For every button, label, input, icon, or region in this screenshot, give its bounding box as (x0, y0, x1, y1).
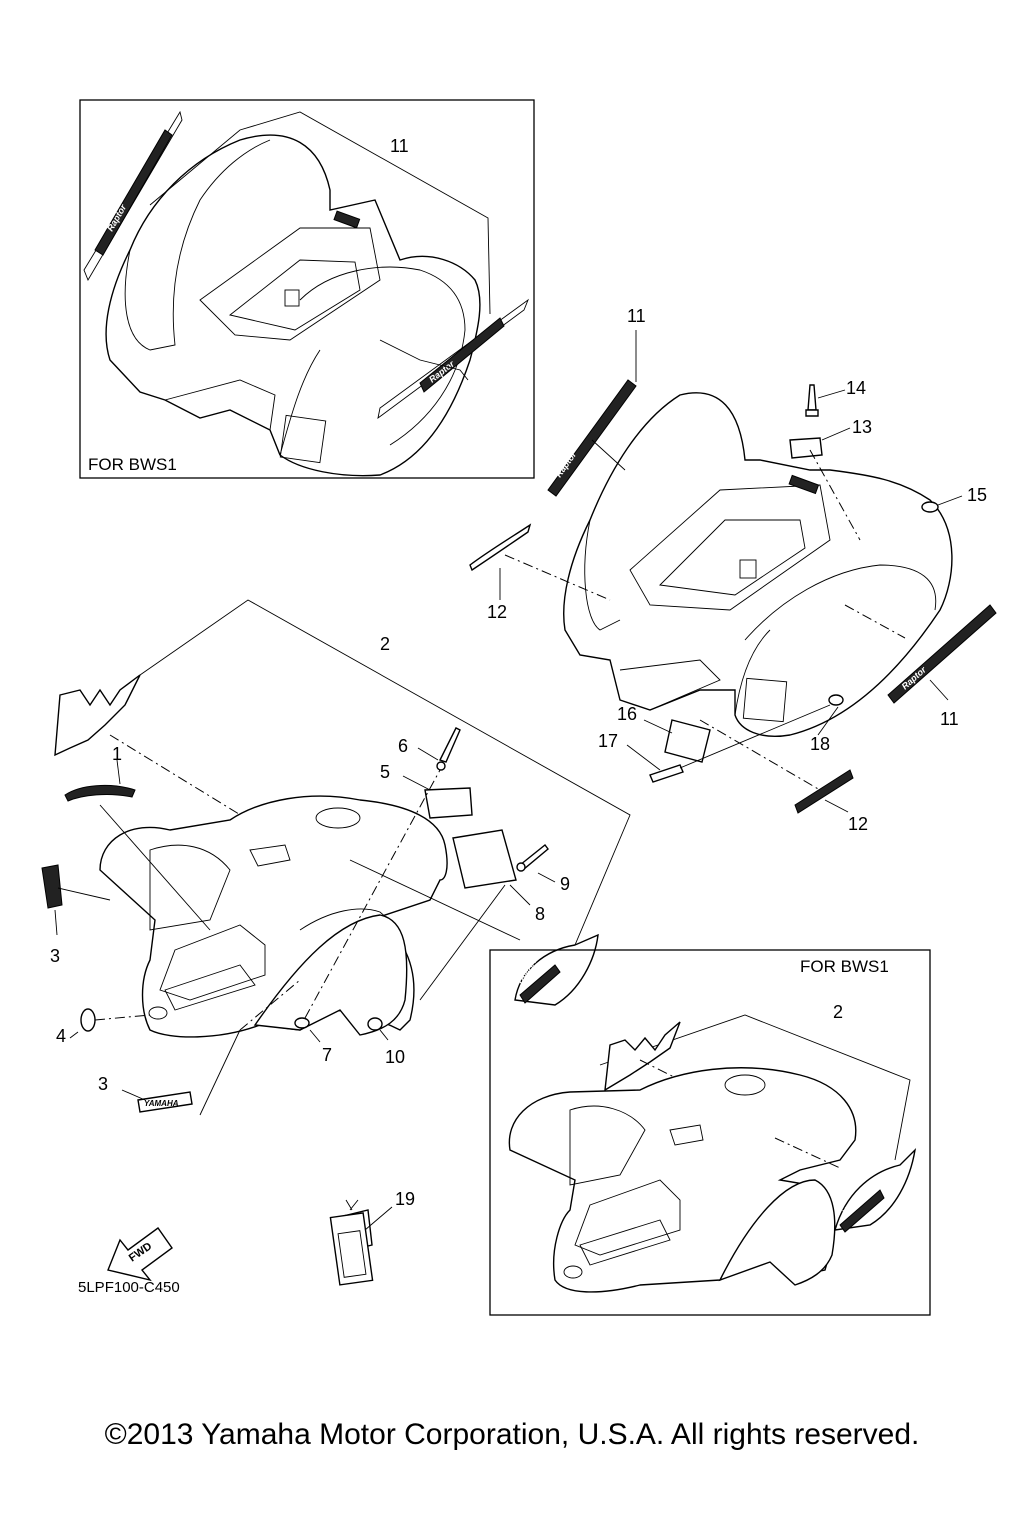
callout-13: 13 (852, 417, 872, 437)
rivet-14 (805, 384, 819, 417)
fwd-arrow-icon: FWD (107, 1227, 173, 1282)
plate-13 (789, 437, 823, 459)
rivet-17 (649, 764, 684, 783)
plate-8 (452, 829, 517, 889)
callout-14: 14 (846, 378, 866, 398)
copyright-notice: ©2013 Yamaha Motor Corporation, U.S.A. A… (104, 1418, 920, 1451)
callout-18: 18 (810, 734, 830, 754)
inset-label: FOR BWS1 (800, 957, 889, 976)
rivet-9 (516, 844, 549, 872)
callout-12: 12 (848, 814, 868, 834)
grommet-10 (367, 1017, 383, 1031)
yamaha-decal-3 (41, 864, 63, 909)
svg-text:YAMAHA: YAMAHA (144, 1099, 179, 1108)
reflector-12-bottom (794, 769, 854, 814)
callout-4: 4 (56, 1026, 66, 1046)
inset-rear-fender-bws1: FOR BWS1 Raptor (79, 99, 535, 479)
reflector-12 (469, 523, 532, 572)
callout-7: 7 (322, 1045, 332, 1065)
grommet-7 (294, 1017, 310, 1029)
plate-16 (664, 719, 711, 763)
rear-fender-drawing (105, 134, 481, 477)
yamaha-decal-2: YAMAHA (514, 933, 599, 1006)
yamaha-decal-3-bottom: YAMAHA (137, 1091, 193, 1113)
rivet-6 (436, 727, 461, 771)
sawtooth-decal (604, 1021, 681, 1092)
warning-tag-19 (329, 1199, 374, 1286)
callout-11: 11 (390, 136, 409, 156)
inset-frame (489, 949, 931, 1316)
inset-frame (79, 99, 535, 479)
front-fender-skirt (253, 914, 408, 1036)
front-fender-group: 2 1 3 4 (41, 599, 631, 1116)
callout-10: 10 (385, 1047, 405, 1067)
callout-8: 8 (535, 904, 545, 924)
rear-fender-drawing (563, 392, 953, 737)
callout-1: 1 (112, 744, 122, 764)
inset-front-fender-bws1: FOR BWS1 2 YAMAHA (489, 949, 931, 1316)
callout-6: 6 (398, 736, 408, 756)
grommet-15 (921, 501, 939, 513)
callout-19: 19 (395, 1189, 415, 1209)
callout-3: 3 (50, 946, 60, 966)
raptor-decal-1 (64, 785, 136, 802)
front-fender-drawing (508, 1067, 857, 1293)
callout-2: 2 (833, 1002, 843, 1022)
callout-16: 16 (617, 704, 637, 724)
inset-label: FOR BWS1 (88, 455, 177, 474)
svg-text:Raptor: Raptor (900, 664, 929, 691)
callout-17: 17 (598, 731, 618, 751)
callout-12: 12 (487, 602, 507, 622)
yamaha-decal-inset: YAMAHA (834, 1147, 917, 1233)
callout-3: 3 (98, 1074, 108, 1094)
callout-15: 15 (967, 485, 987, 505)
callout-11: 11 (627, 306, 646, 326)
callout-11: 11 (940, 709, 959, 729)
sawtooth-decal (54, 674, 141, 757)
grommet-18 (828, 694, 844, 706)
reflector-4 (80, 1008, 96, 1032)
callout-5: 5 (380, 762, 390, 782)
rear-fender-group: Raptor 11 Raptor 11 12 12 13 (469, 306, 997, 834)
callout-2: 2 (380, 634, 390, 654)
callout-9: 9 (560, 874, 570, 894)
plate-5 (424, 787, 473, 819)
diagram-code: 5LPF100-C450 (78, 1279, 180, 1296)
